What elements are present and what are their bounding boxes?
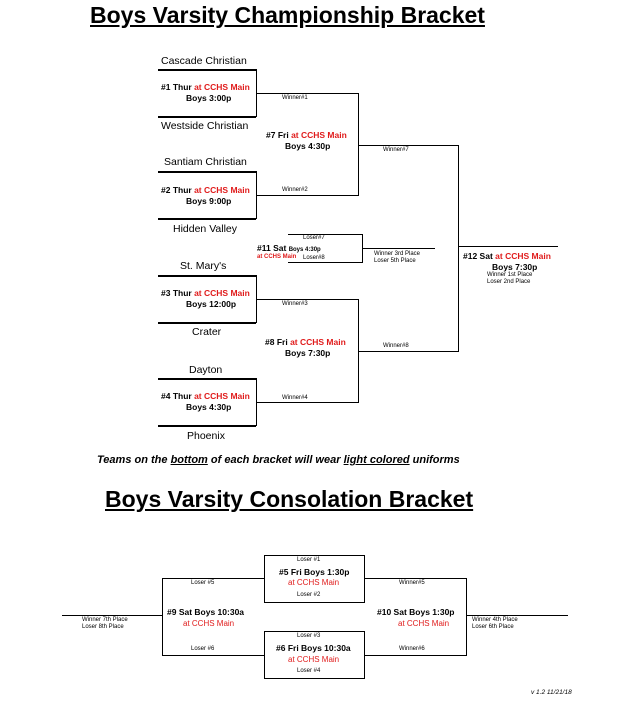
winner7-line [358, 145, 458, 146]
game9-number: #9 Sat Boys 10:30a [167, 607, 245, 617]
team-westside-christian: Westside Christian [161, 120, 249, 132]
game2-bottom-line [158, 218, 256, 220]
uniform-note: Teams on the bottom of each bracket will… [97, 454, 460, 466]
game10-6th-place: Loser 6th Place [472, 624, 514, 630]
winner1-line [256, 93, 358, 94]
game4-top-line [158, 378, 256, 380]
team-santiam-christian: Santiam Christian [164, 156, 247, 168]
game11-number: #11 Sat Boys 4:30p [257, 243, 321, 253]
game8-number: #8 Fri at CCHS Main [265, 337, 346, 347]
game2-number: #2 Thur at CCHS Main [161, 185, 250, 195]
game9-location: at CCHS Main [183, 619, 235, 628]
winner3-label: Winner#3 [282, 301, 308, 307]
game12-connector [458, 145, 459, 352]
game9-loser6: Loser #6 [191, 646, 215, 652]
team-crater: Crater [192, 326, 222, 338]
game4-time: Boys 4:30p [186, 402, 232, 412]
game5-location: at CCHS Main [288, 578, 340, 587]
game7-location: at CCHS Main [291, 130, 347, 140]
winner4-line [256, 402, 358, 403]
champion-line [458, 246, 558, 247]
game4-bottom-line [158, 425, 256, 427]
game9-7th-place: Winner 7th Place [82, 617, 128, 623]
game10-number: #10 Sat Boys 1:30p [377, 607, 455, 617]
game3-time: Boys 12:00p [186, 299, 237, 309]
winner7-label: Winner#7 [383, 147, 409, 153]
game1-number: #1 Thur at CCHS Main [161, 82, 250, 92]
winner3-line [256, 299, 358, 300]
winner8-label: Winner#8 [383, 343, 409, 349]
championship-title: Boys Varsity Championship Bracket [90, 2, 485, 28]
game12-time: Boys 7:30p [492, 262, 538, 272]
game4-number: #4 Thur at CCHS Main [161, 391, 250, 401]
game10-winner5: Winner#5 [399, 580, 425, 586]
game10-winner6: Winner#6 [399, 646, 425, 652]
game2-location: at CCHS Main [194, 185, 250, 195]
game1-location: at CCHS Main [194, 82, 250, 92]
game1-top-line [158, 69, 256, 71]
game12-location: at CCHS Main [495, 251, 551, 261]
game6-loser4: Loser #4 [297, 668, 321, 674]
loser7-line [288, 234, 362, 235]
game11-location: at CCHS Main [257, 254, 297, 260]
game8-time: Boys 7:30p [285, 348, 331, 358]
game6-number: #6 Fri Boys 10:30a [276, 643, 351, 653]
game7-time: Boys 4:30p [285, 141, 331, 151]
game10-out-line [466, 615, 568, 616]
game6-loser3: Loser #3 [297, 633, 321, 639]
winner2-label: Winner#2 [282, 187, 308, 193]
team-dayton: Dayton [189, 364, 223, 376]
version-label: v 1.2 11/21/18 [531, 689, 572, 696]
game5-loser1: Loser #1 [297, 557, 321, 563]
game11-out-line [362, 248, 435, 249]
winner8-line [358, 351, 458, 352]
game10-location: at CCHS Main [398, 619, 450, 628]
consolation-title: Boys Varsity Consolation Bracket [105, 486, 474, 512]
game11-fifth-place: Loser 5th Place [374, 258, 416, 264]
loser8-label: Loser#8 [303, 255, 325, 261]
game7-number: #7 Fri at CCHS Main [266, 130, 347, 140]
note-bottom: bottom [170, 454, 208, 466]
game8-location: at CCHS Main [290, 337, 346, 347]
winner1-label: Winner#1 [282, 95, 308, 101]
game9-bottom-line [162, 655, 264, 656]
winner2-line [256, 195, 358, 196]
game5-box [264, 555, 365, 603]
game7-connector [358, 93, 359, 196]
game4-location: at CCHS Main [194, 391, 250, 401]
game1-bottom-line [158, 116, 256, 118]
game10-connector [466, 578, 467, 656]
game11-third-place: Winner 3rd Place [374, 251, 421, 257]
team-cascade-christian: Cascade Christian [161, 55, 247, 67]
game9-loser5: Loser #5 [191, 580, 215, 586]
loser8-line [288, 262, 362, 263]
game2-time: Boys 9:00p [186, 196, 232, 206]
game10-top-line [364, 578, 466, 579]
game10-4th-place: Winner 4th Place [472, 617, 518, 623]
winner4-label: Winner#4 [282, 395, 308, 401]
game12-winner-place: Winner 1st Place [487, 272, 533, 278]
game9-top-line [162, 578, 264, 579]
game9-out-line [62, 615, 162, 616]
note-light-colored: light colored [343, 454, 410, 466]
game6-location: at CCHS Main [288, 655, 340, 664]
team-st-marys: St. Mary's [180, 260, 227, 272]
game3-location: at CCHS Main [194, 288, 250, 298]
game11-time: Boys 4:30p [288, 247, 321, 253]
game3-number: #3 Thur at CCHS Main [161, 288, 250, 298]
game3-bottom-line [158, 322, 256, 324]
game12-number: #12 Sat at CCHS Main [463, 251, 551, 261]
team-phoenix: Phoenix [187, 430, 225, 442]
game5-loser2: Loser #2 [297, 592, 321, 598]
team-hidden-valley: Hidden Valley [173, 223, 238, 235]
game3-top-line [158, 275, 256, 277]
game2-top-line [158, 171, 256, 173]
game9-connector [162, 578, 163, 656]
game10-bottom-line [364, 655, 466, 656]
game1-time: Boys 3:00p [186, 93, 232, 103]
game5-number: #5 Fri Boys 1:30p [279, 567, 350, 577]
game12-loser-place: Loser 2nd Place [487, 279, 531, 285]
loser7-label: Loser#7 [303, 235, 325, 241]
game9-8th-place: Loser 8th Place [82, 624, 124, 630]
